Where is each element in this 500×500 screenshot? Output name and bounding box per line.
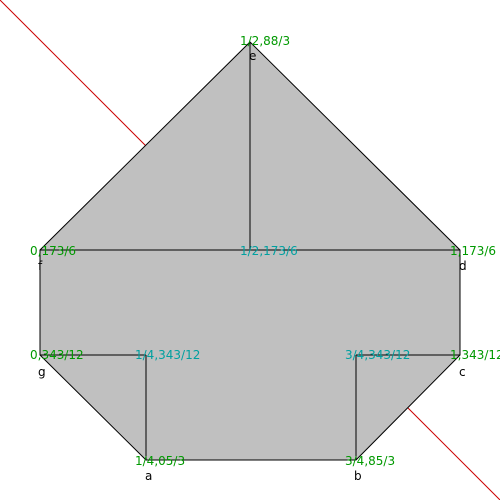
vertex-name-d: d [459,259,467,273]
vertex-name-g: g [38,365,46,379]
coord-label-left-inner: 1/4,343/12 [135,348,200,362]
vertex-name-b: b [354,469,362,483]
coord-label-c: 1,343/12 [450,348,500,362]
coord-label-mid-top: 1/2,173/6 [240,244,298,258]
coord-label-a: 1/4,05/3 [135,454,185,468]
coord-label-g: 0,343/12 [30,348,84,362]
vertex-name-a: a [145,469,152,483]
vertex-name-e: e [249,49,256,63]
vertex-name-c: c [459,365,466,379]
coord-label-d: 1,173/6 [450,244,496,258]
coord-label-e: 1/2,88/3 [240,34,290,48]
coord-label-b: 3/4,85/3 [345,454,395,468]
coord-label-f: 0,173/6 [30,244,76,258]
coord-label-right-inner: 3/4,343/12 [345,348,410,362]
vertex-name-f: f [38,259,43,273]
